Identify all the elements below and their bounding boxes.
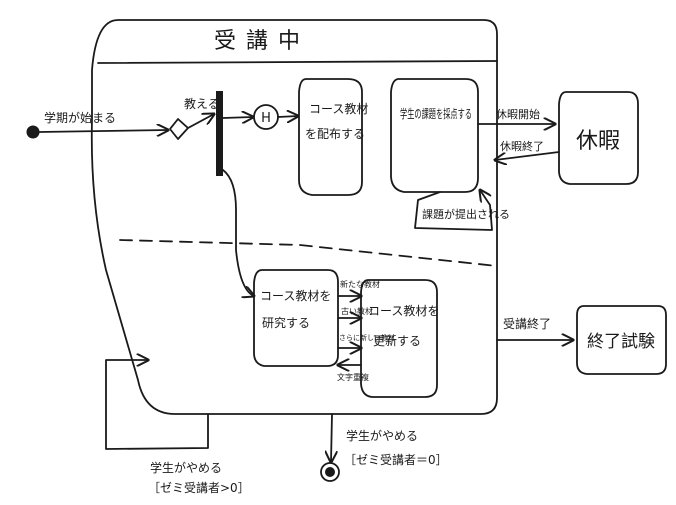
state-vacation [558, 91, 639, 185]
superstate-title: 受講中 [214, 29, 310, 54]
transition-history-distribute [277, 116, 298, 117]
transition-student-quits-loop [105, 360, 209, 450]
label-student-quits-1: 学生がやめる [150, 460, 222, 475]
fork-bar [216, 91, 223, 176]
decision-diamond [169, 118, 189, 140]
label-teach: 教える [184, 96, 220, 111]
label-old-material: 古い教材 [341, 306, 373, 316]
transition-teach [187, 114, 214, 129]
label-guard-2: ［ゼミ受講者＝0］ [344, 452, 448, 467]
label-new-material: 新たな教材 [340, 279, 380, 289]
final-state-inner [325, 467, 335, 477]
state-research [253, 269, 339, 367]
label-course-end: 受講終了 [503, 316, 551, 331]
initial-state [26, 125, 40, 139]
transition-start [38, 130, 168, 132]
history-label: H [261, 111, 271, 126]
superstate-box [90, 19, 498, 415]
label-assignment-submitted: 課題が提出される [422, 207, 510, 221]
transition-assignment-submitted [414, 190, 493, 231]
state-update-label: コース教材を 更新する [368, 303, 443, 348]
label-guard-1: ［ゼミ受講者>0］ [148, 480, 250, 495]
state-vacation-label: 休暇 [576, 129, 620, 154]
label-overlap: 文字重複 [337, 372, 369, 382]
transition-holiday-end [495, 151, 560, 160]
state-research-label: コース教材を 研究する [260, 288, 335, 330]
label-holiday-end: 休暇終了 [500, 139, 544, 153]
state-update [360, 279, 438, 398]
state-distribute-label: コース教材 を配布する [305, 101, 372, 141]
label-holiday-start: 休暇開始 [496, 107, 540, 121]
state-final-exam-label: 終了試験 [587, 332, 655, 352]
state-grade [390, 78, 479, 193]
state-distribute [298, 78, 363, 196]
transition-fork-research [222, 169, 254, 296]
final-state-outer [320, 462, 340, 482]
label-start: 学期が始まる [44, 110, 116, 125]
state-grade-label: 学生の課題を採点する [400, 106, 472, 121]
label-student-quits-2: 学生がやめる [346, 428, 418, 443]
superstate-divider [97, 60, 498, 64]
transition-to-history [222, 117, 253, 118]
concurrency-divider [119, 239, 498, 267]
state-final-exam [576, 305, 667, 375]
transition-to-final [331, 413, 332, 462]
label-more-material: さらに新しい教材 [339, 333, 395, 342]
